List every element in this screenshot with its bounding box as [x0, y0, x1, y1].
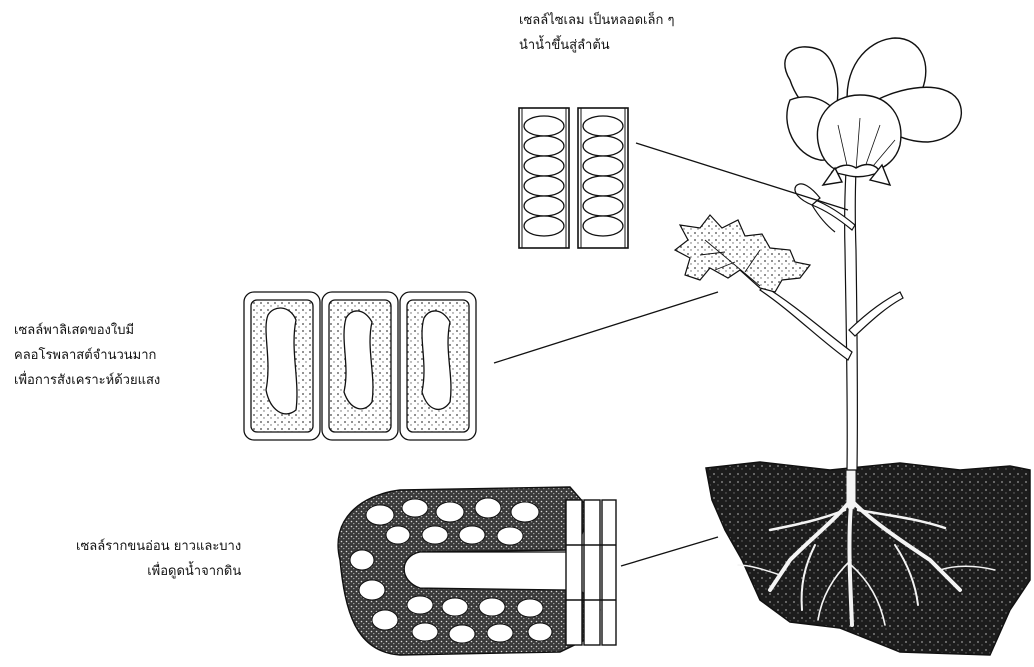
label-palisade-line-3: เพื่อการสังเคราะห์ด้วยแสง — [14, 368, 160, 393]
label-xylem-cell: เซลล์ไซเลม เป็นหลอดเล็ก ๆ นำน้ำขึ้นสู่ลำ… — [519, 8, 674, 58]
pointer-line-palisade — [494, 292, 718, 363]
label-xylem-line-1: เซลล์ไซเลม เป็นหลอดเล็ก ๆ — [519, 8, 674, 33]
soil — [706, 462, 1030, 655]
xylem-cells — [519, 108, 628, 248]
flower — [785, 38, 962, 185]
label-palisade-line-1: เซลล์พาลิเสดของใบมี — [14, 318, 160, 343]
label-root-hair-line-1: เซลล์รากขนอ่อน ยาวและบาง — [76, 534, 241, 559]
label-root-hair-line-2: เพื่อดูดน้ำจากดิน — [76, 559, 241, 584]
label-root-hair-cell: เซลล์รากขนอ่อน ยาวและบาง เพื่อดูดน้ำจากด… — [76, 534, 241, 584]
pointer-line-root-hair — [621, 537, 718, 566]
palisade-cells — [244, 292, 476, 440]
label-xylem-line-2: นำน้ำขึ้นสู่ลำต้น — [519, 33, 674, 58]
label-palisade-line-2: คลอโรพลาสต์จำนวนมาก — [14, 343, 160, 368]
label-palisade-cell: เซลล์พาลิเสดของใบมี คลอโรพลาสต์จำนวนมาก … — [14, 318, 160, 393]
leaf — [675, 215, 810, 292]
root-hair-cell — [338, 487, 616, 655]
plant-stem — [760, 170, 903, 470]
